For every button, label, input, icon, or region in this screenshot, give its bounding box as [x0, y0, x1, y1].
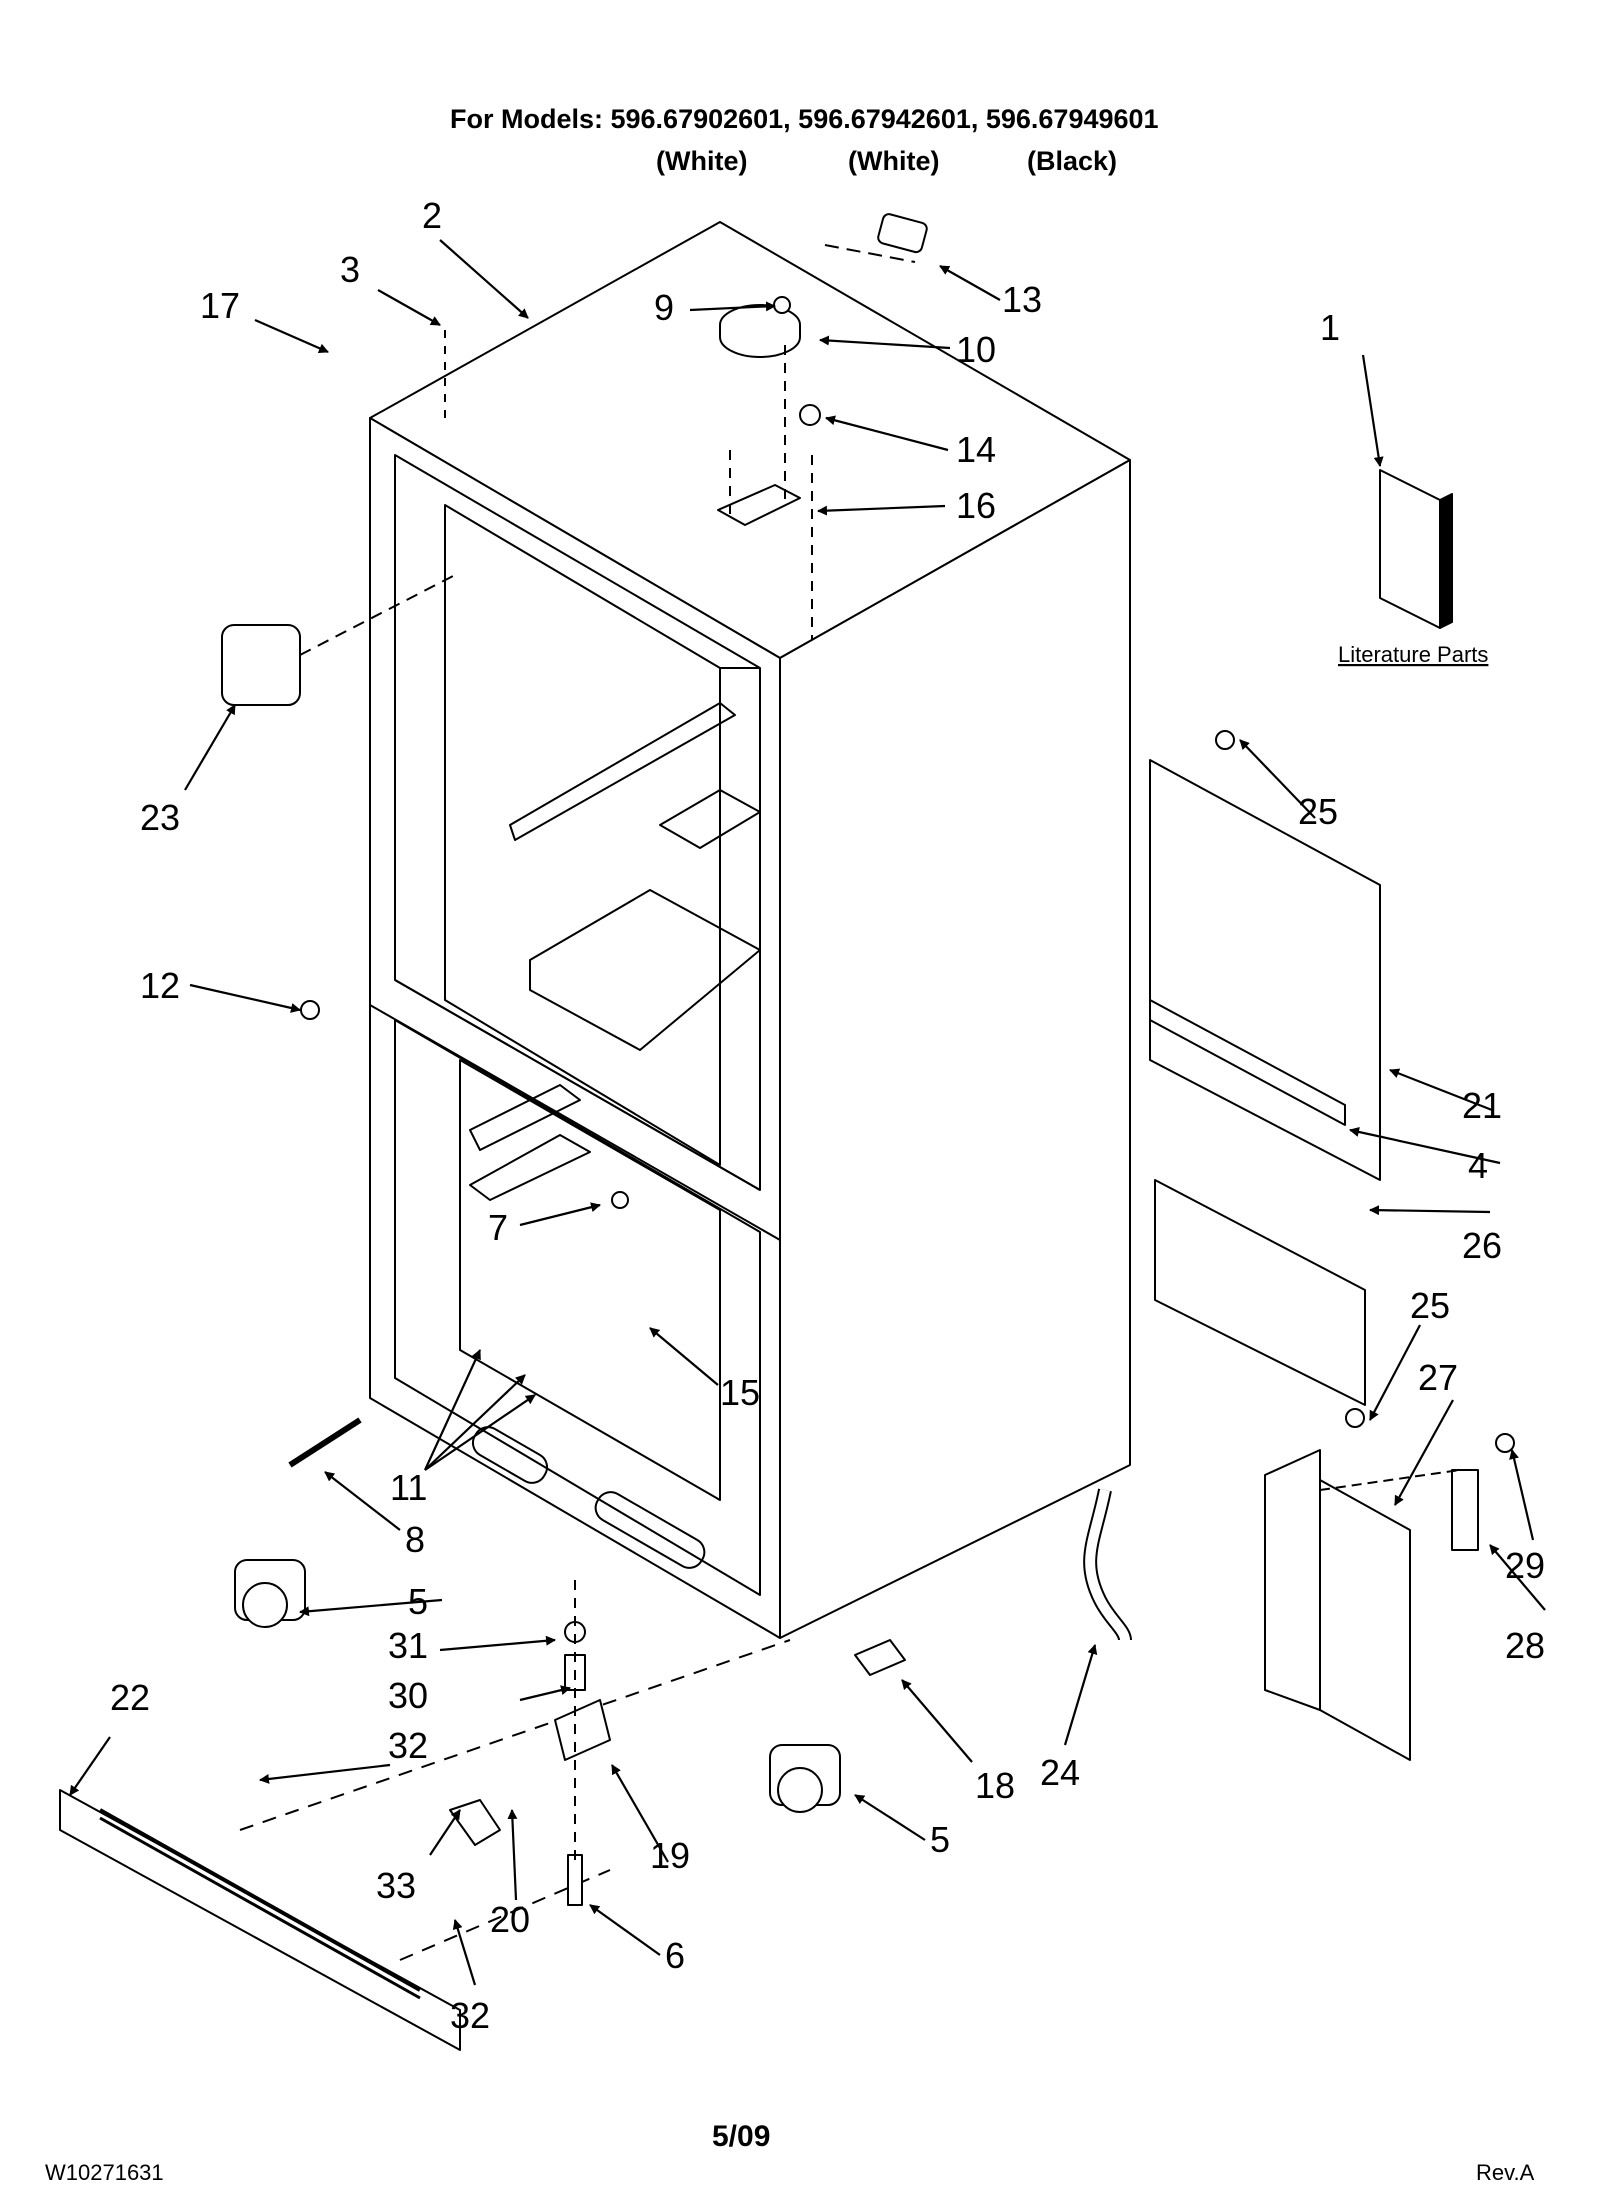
- lower-hinge: [449, 1580, 611, 1906]
- callout-32a: 32: [388, 1725, 428, 1766]
- callout-5a: 5: [408, 1581, 428, 1622]
- callout-3: 3: [340, 249, 360, 290]
- color-label-2: (White): [848, 146, 940, 176]
- callout-21: 21: [1462, 1085, 1502, 1126]
- roller-left: [234, 1559, 306, 1628]
- toe-grille: [59, 1639, 791, 2051]
- callout-25a: 25: [1298, 791, 1338, 832]
- callout-25b: 25: [1410, 1285, 1450, 1326]
- callout-16: 16: [956, 485, 996, 526]
- literature-book: [1379, 469, 1453, 629]
- callout-30: 30: [388, 1675, 428, 1716]
- callout-18: 18: [975, 1765, 1015, 1806]
- revision-date: 5/09: [712, 2120, 771, 2153]
- callout-8: 8: [405, 1519, 425, 1560]
- compressor-bracket: [1264, 1449, 1479, 1761]
- callout-28: 28: [1505, 1625, 1545, 1666]
- callout-14: 14: [956, 429, 996, 470]
- roller-right: [769, 1744, 841, 1813]
- callout-20: 20: [490, 1899, 530, 1940]
- top-hinge-parts: [444, 213, 928, 640]
- cabinet-shell: [369, 221, 1131, 1639]
- callout-7: 7: [488, 1207, 508, 1248]
- callout-17: 17: [200, 285, 240, 326]
- callout-6: 6: [665, 1935, 685, 1976]
- callout-15: 15: [720, 1372, 760, 1413]
- callout-2: 2: [422, 195, 442, 236]
- callout-10: 10: [956, 329, 996, 370]
- callout-26: 26: [1462, 1225, 1502, 1266]
- callout-22: 22: [110, 1677, 150, 1718]
- callout-9: 9: [654, 287, 674, 328]
- callout-31: 31: [388, 1625, 428, 1666]
- callout-32b: 32: [450, 1995, 490, 2036]
- color-label-1: (White): [656, 146, 748, 176]
- callout-24: 24: [1040, 1752, 1080, 1793]
- literature-parts-label: Literature Parts: [1338, 642, 1488, 667]
- callout-19: 19: [650, 1835, 690, 1876]
- callout-23: 23: [140, 797, 180, 838]
- document-number: W10271631: [45, 2160, 164, 2185]
- callout-12: 12: [140, 965, 180, 1006]
- callout-27: 27: [1418, 1357, 1458, 1398]
- callout-5b: 5: [930, 1819, 950, 1860]
- control-housing: [221, 574, 456, 706]
- color-label-3: (Black): [1027, 146, 1118, 176]
- callout-13: 13: [1002, 279, 1042, 320]
- models-title: For Models: 596.67902601, 596.67942601, …: [450, 104, 1159, 134]
- rear-grille-panel: [1149, 759, 1381, 1406]
- callout-4: 4: [1468, 1145, 1488, 1186]
- callout-11: 11: [390, 1467, 427, 1508]
- callout-33: 33: [376, 1865, 416, 1906]
- revision-label: Rev.A: [1476, 2160, 1535, 2185]
- callout-29: 29: [1505, 1545, 1545, 1586]
- callout-1: 1: [1320, 307, 1340, 348]
